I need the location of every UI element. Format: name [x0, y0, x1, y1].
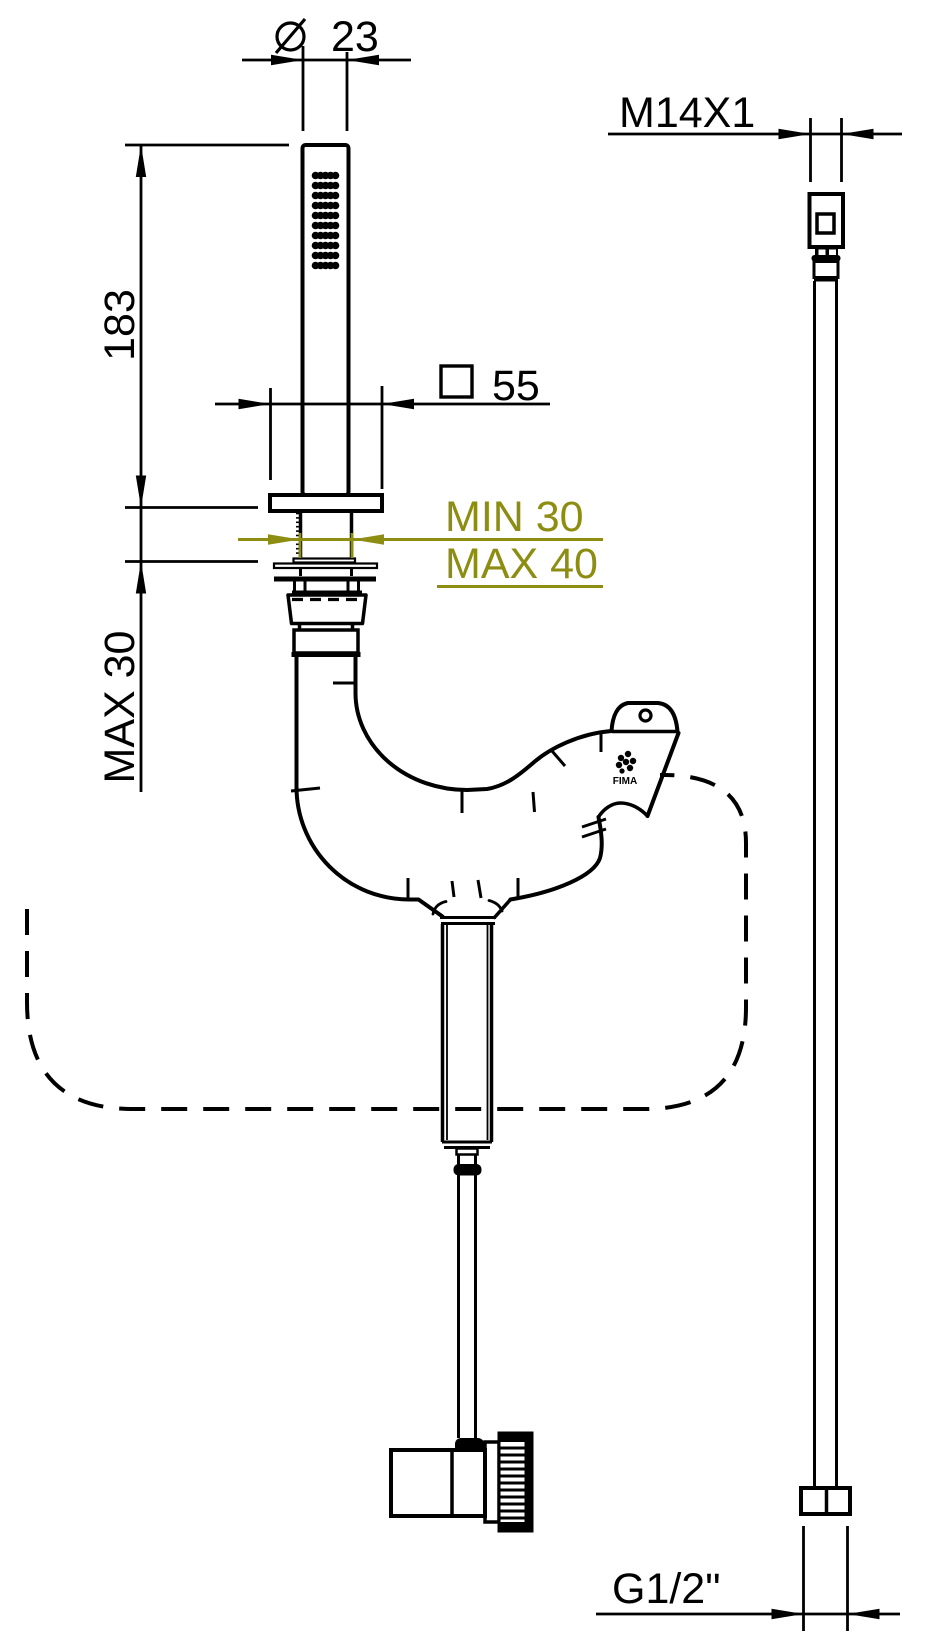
svg-text:MAX 40: MAX 40: [445, 540, 598, 588]
svg-text:G1/2": G1/2": [612, 1565, 721, 1613]
svg-text:23: 23: [331, 13, 379, 61]
svg-text:55: 55: [492, 362, 540, 410]
svg-text:MAX 30: MAX 30: [96, 631, 144, 784]
svg-text:183: 183: [96, 289, 144, 361]
svg-text:M14X1: M14X1: [619, 89, 755, 137]
svg-text:FIMA: FIMA: [613, 776, 637, 787]
svg-text:MIN 30: MIN 30: [445, 493, 584, 541]
